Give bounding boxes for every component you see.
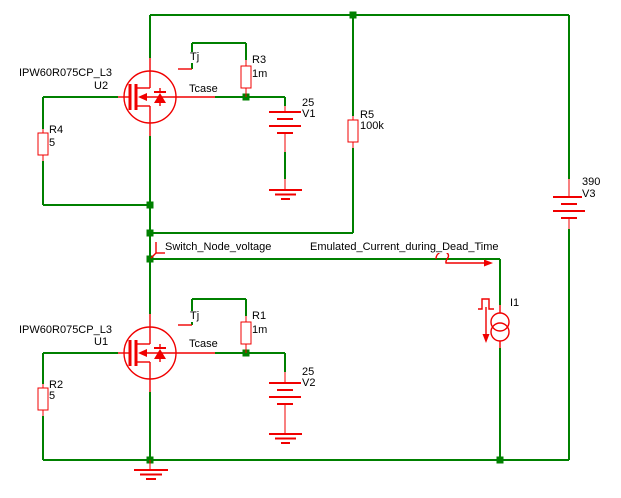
label-u2-tj-pin[interactable]: Tj	[190, 51, 200, 63]
label-u1-tcase-pin[interactable]: Tcase	[189, 338, 218, 350]
label-u1-part[interactable]: IPW60R075CP_L3	[19, 324, 112, 336]
label-u2-ref[interactable]: U2	[94, 80, 109, 92]
current-source-circle	[490, 312, 510, 332]
label-r4-ref[interactable]: R4	[49, 124, 64, 136]
junction-dot	[146, 229, 154, 237]
label-r3-value[interactable]: 1m	[252, 68, 268, 80]
current-probe-marker[interactable]	[435, 250, 493, 267]
resistor-body	[37, 387, 49, 411]
label-v2-ref[interactable]: V2	[302, 377, 316, 389]
body-arrow	[138, 93, 147, 101]
resistor-body	[37, 132, 49, 156]
pulse-waveform-icon	[478, 298, 494, 310]
body-diode	[154, 93, 166, 103]
resistor-r3-symbol[interactable]	[240, 60, 252, 97]
wires	[42, 14, 570, 461]
ground-symbol-v1[interactable]	[269, 179, 302, 200]
voltage-source-v3-symbol[interactable]	[553, 179, 585, 229]
label-v2-value[interactable]: 25	[302, 366, 315, 378]
label-r1-ref[interactable]: R1	[252, 310, 267, 322]
label-r5-ref[interactable]: R5	[360, 109, 375, 121]
junction-dot	[146, 255, 154, 263]
junction-dot	[146, 201, 154, 209]
direction-arrowhead	[482, 334, 490, 343]
label-i1-ref[interactable]: I1	[510, 297, 520, 309]
label-u2-part[interactable]: IPW60R075CP_L3	[19, 67, 112, 79]
mosfet-u1-symbol[interactable]	[118, 314, 215, 392]
label-v1-ref[interactable]: V1	[302, 108, 316, 120]
voltage-source-v1-symbol[interactable]	[269, 106, 301, 152]
junction-dot	[496, 456, 504, 464]
resistor-body	[347, 119, 359, 143]
junctions	[146, 11, 504, 464]
resistor-r1-symbol[interactable]	[240, 316, 252, 353]
resistor-r5-symbol[interactable]	[347, 116, 359, 148]
label-v3-value[interactable]: 390	[582, 176, 601, 188]
mosfet-u2-symbol[interactable]	[118, 58, 215, 136]
label-u1-tj-pin[interactable]: Tj	[190, 310, 200, 322]
ground-symbol-v2[interactable]	[269, 433, 302, 444]
net-label-switch-node[interactable]: Switch_Node_voltage	[165, 241, 272, 253]
junction-dot	[349, 11, 357, 19]
voltage-probe-marker[interactable]	[150, 242, 165, 259]
body-diode	[154, 349, 166, 359]
label-r4-value[interactable]: 5	[49, 137, 56, 149]
resistor-r4-symbol[interactable]	[37, 129, 49, 161]
resistor-r2-symbol[interactable]	[37, 384, 49, 416]
label-r3-ref[interactable]: R3	[252, 54, 267, 66]
label-r5-value[interactable]: 100k	[360, 120, 384, 132]
ground-symbol-main[interactable]	[134, 460, 168, 480]
label-r2-value[interactable]: 5	[49, 390, 56, 402]
label-u2-tcase-pin[interactable]: Tcase	[189, 83, 218, 95]
resistor-body	[240, 321, 252, 345]
label-u1-ref[interactable]: U1	[94, 336, 109, 348]
voltage-source-v2-symbol[interactable]	[269, 372, 301, 434]
label-r2-ref[interactable]: R2	[49, 379, 64, 391]
net-label-emulated-current[interactable]: Emulated_Current_during_Dead_Time	[310, 241, 499, 253]
current-source-circle	[490, 322, 510, 342]
label-r1-value[interactable]: 1m	[252, 324, 268, 336]
resistor-body	[240, 65, 252, 89]
current-source-i1-symbol[interactable]	[478, 298, 510, 348]
label-v1-value[interactable]: 25	[302, 97, 315, 109]
label-v3-ref[interactable]: V3	[582, 188, 596, 200]
body-arrow	[138, 349, 147, 357]
